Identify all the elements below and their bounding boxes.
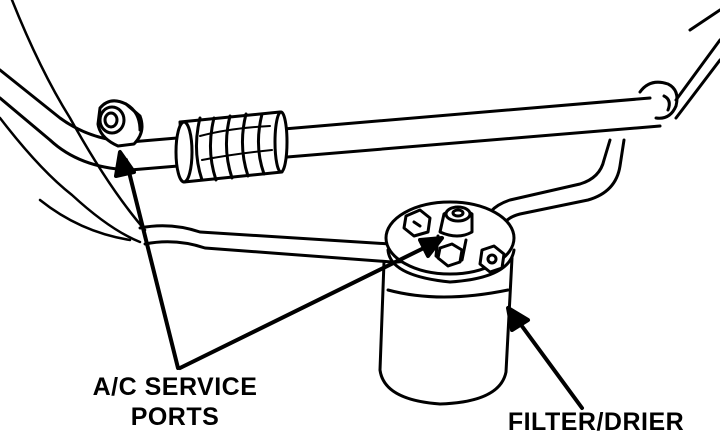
muffler-section — [174, 110, 289, 184]
lower-refrigerant-line — [138, 224, 426, 264]
filter-drier-label: FILTER/DRIER — [507, 408, 685, 436]
ac-service-ports-label: A/C SERVICE PORTS — [70, 372, 280, 432]
filter-drier-arrow — [506, 306, 584, 410]
ac-service-ports-line1: A/C SERVICE — [92, 373, 258, 401]
right-clamp — [638, 8, 720, 120]
drier-top-fittings — [402, 205, 506, 274]
body-frame-lines — [0, 0, 147, 244]
left-service-port — [96, 99, 144, 148]
service-port-arrows — [114, 150, 444, 370]
ac-service-ports-line2: PORTS — [130, 403, 220, 431]
